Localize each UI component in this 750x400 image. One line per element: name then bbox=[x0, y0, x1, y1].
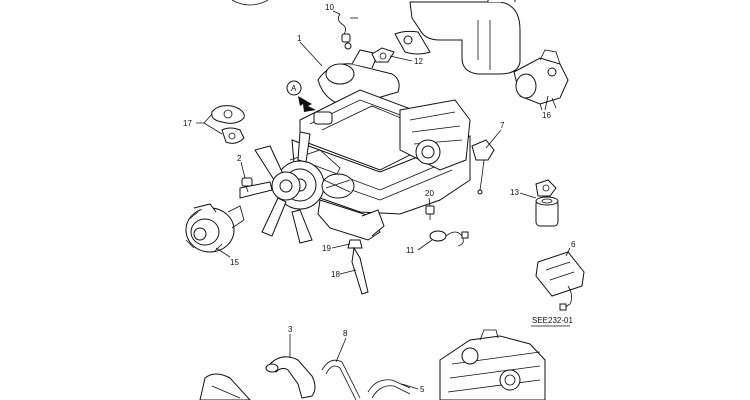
callout-2: 2 bbox=[237, 154, 242, 163]
engine-assembly bbox=[275, 49, 471, 241]
part-17-thermostat bbox=[211, 105, 245, 144]
callout-15: 15 bbox=[230, 258, 239, 267]
callout-10: 10 bbox=[325, 3, 334, 12]
part-20-sensor bbox=[425, 205, 435, 220]
callout-3: 3 bbox=[288, 325, 293, 334]
callout-6: 6 bbox=[571, 240, 576, 249]
part-6-controller bbox=[535, 251, 585, 311]
callout-8: 8 bbox=[343, 329, 348, 338]
part-3-hose bbox=[265, 356, 316, 399]
part-10-sensor bbox=[338, 13, 358, 50]
callout-labels: 1 2 3 5 6 7 8 10 11 12 13 15 16 17 18 19… bbox=[183, 3, 576, 394]
part-15-alternator bbox=[185, 203, 245, 253]
part-8-belt bbox=[321, 359, 361, 400]
leader-lines bbox=[196, 10, 571, 390]
callout-7: 7 bbox=[500, 121, 505, 130]
reference-code-block: SEE232-01 bbox=[531, 316, 573, 327]
callout-19: 19 bbox=[322, 244, 331, 253]
part-12-gasket bbox=[371, 47, 395, 63]
callout-20: 20 bbox=[425, 189, 434, 198]
callout-12: 12 bbox=[414, 57, 423, 66]
part-11-sensor bbox=[429, 230, 469, 247]
bottom-right-engine bbox=[439, 329, 546, 400]
callout-13: 13 bbox=[510, 188, 519, 197]
reference-code: SEE232-01 bbox=[532, 316, 573, 325]
part-18-19-dipstick bbox=[347, 239, 369, 295]
cooling-fan bbox=[239, 131, 313, 244]
part-7-sensor bbox=[471, 139, 495, 195]
view-marker-a-label: A bbox=[291, 84, 297, 93]
callout-1: 1 bbox=[297, 34, 302, 43]
muffler-exhaust bbox=[231, 0, 521, 75]
callout-18: 18 bbox=[331, 270, 340, 279]
view-marker-a: A bbox=[286, 80, 316, 112]
part-16-starter bbox=[513, 49, 569, 111]
bottom-left-engine bbox=[199, 373, 251, 400]
callout-17: 17 bbox=[183, 119, 192, 128]
part-2-sensor bbox=[241, 177, 253, 193]
part-5-belt bbox=[367, 379, 411, 399]
callout-16: 16 bbox=[542, 111, 551, 120]
callout-11: 11 bbox=[406, 246, 415, 255]
callout-5: 5 bbox=[420, 385, 425, 394]
part-13-oil-filter bbox=[535, 179, 559, 227]
